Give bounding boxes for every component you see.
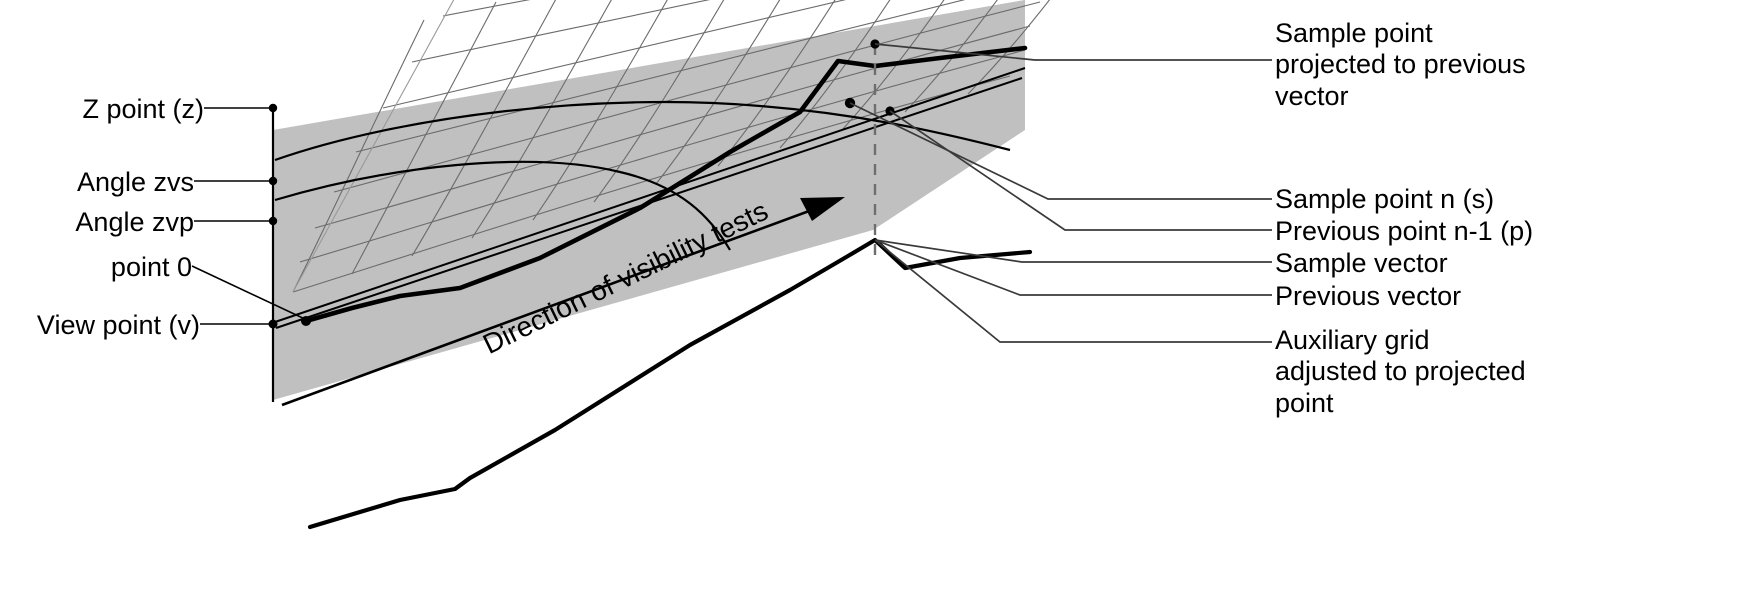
label-sample-vector: Sample vector [1275, 248, 1448, 278]
auxiliary-grid-boundary [292, 0, 455, 293]
leader-sample-point-projected [874, 43, 1272, 61]
label-angle-zvs: Angle zvs [76, 167, 194, 197]
leader-previous-vector [874, 239, 1272, 296]
dot-point-0 [301, 316, 311, 326]
left-leader-lines [191, 105, 308, 402]
direction-arrow [281, 197, 845, 407]
profile-plane-fill-upper [273, 0, 1025, 135]
label-angle-zvp: Angle zvp [75, 207, 194, 237]
leader-previous-point [889, 110, 1272, 231]
zvp-arc [274, 160, 731, 251]
label-sample-point-n: Sample point n (s) [1275, 184, 1495, 214]
dot-view-point [268, 319, 278, 329]
left-marker-dots [268, 103, 311, 329]
leader-sample-vector [874, 239, 1272, 263]
sample-vector-line [274, 67, 1026, 323]
leader-point-0 [191, 265, 308, 321]
terrain-profile-lower [307, 237, 1033, 530]
label-view-point: View point (v) [36, 310, 200, 340]
label-point-0: point 0 [110, 252, 192, 282]
dot-z-point [268, 103, 278, 113]
label-z-point: Z point (z) [82, 94, 204, 124]
leader-auxiliary-grid [874, 239, 1272, 343]
label-previous-vector: Previous vector [1275, 281, 1462, 311]
leader-sample-point-n [849, 102, 1272, 200]
dot-angle-zvp [268, 216, 278, 226]
label-auxiliary-grid: Auxiliary grid adjusted to projected poi… [1275, 325, 1526, 418]
dot-angle-zvs [268, 176, 278, 186]
terrain-profile-upper [303, 45, 1028, 324]
label-previous-point: Previous point n-1 (p) [1275, 216, 1534, 246]
right-leader-lines [849, 43, 1272, 343]
z-level-arc [274, 100, 1011, 162]
label-sample-point-projected: Sample point projected to previous vecto… [1275, 18, 1526, 111]
